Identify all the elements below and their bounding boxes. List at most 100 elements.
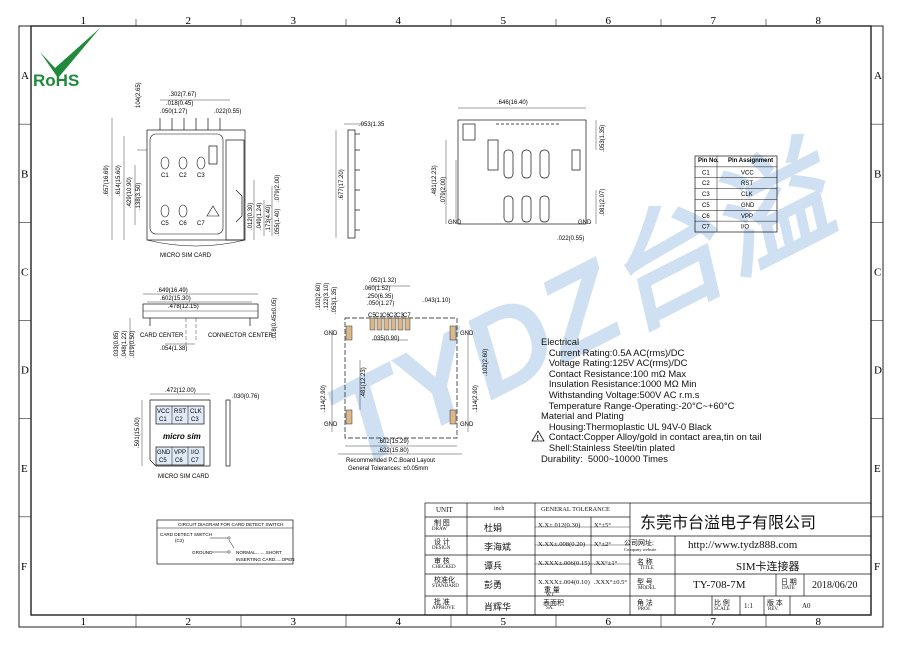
title-block [424, 502, 872, 616]
card-contact-label: C7 [191, 458, 199, 464]
grid-column-label: 5 [501, 616, 507, 628]
spec-line: Contact:Copper Alloy/gold in contact are… [541, 431, 762, 443]
dimension-label: .472(12.00) [165, 388, 196, 394]
tb-surface-cn: 表面积 [543, 599, 564, 607]
pin-number: C6 [702, 214, 710, 220]
dimension-label: .052(1.32) [369, 278, 396, 284]
card-pin-label: VPP [174, 450, 186, 456]
connector-center-label: CONNECTOR CENTER [208, 333, 274, 339]
grid-row-label: E [874, 463, 881, 475]
grid-row-label: E [21, 463, 28, 475]
dimension-label: .114(2.90) [473, 385, 479, 412]
tb-inch: inch [494, 506, 505, 512]
top-contacts: C1 C2 C3 C5 C6 C7 [160, 156, 220, 227]
pcb-pad-label: C7 [403, 313, 411, 319]
circuit-inserting: INSERTING CARD.....OPEN [236, 557, 295, 562]
dimension-label: .250(6.35) [366, 294, 393, 300]
dimension-label: .677(17.20) [339, 169, 345, 200]
tb-role-en: STANDARD [432, 584, 459, 589]
pin-assignment: I/O [741, 225, 749, 231]
circuit-diagram: CIRCUIT DIAGRAM FOR CARD DETECT SWITCH C… [156, 519, 295, 565]
spec-line: Contact Resistance:100 mΩ Max [541, 367, 687, 379]
tb-rev-cn: 版 本 [767, 599, 783, 607]
dimension-label: .102(2.60) [483, 349, 489, 376]
pin-number: C7 [702, 225, 710, 231]
tb-website-en: Company website [624, 547, 657, 552]
spec-line: Shell:Stainless Steel/tin plated [541, 441, 675, 453]
pin-assignment: VPP [741, 214, 753, 220]
top-view-dimensions: 104(2.65) .302(7.67) .018(0.45) .050(1.2… [104, 82, 281, 236]
tb-model-en: MODEL [638, 586, 656, 591]
dimension-label: .429(10.90) [127, 177, 133, 208]
pin-number: C1 [702, 170, 710, 176]
drawing-scale: 1:1 [744, 602, 753, 610]
tb-model-cn: 型 号 [637, 578, 653, 586]
tb-date-en: DATE [782, 586, 795, 591]
tb-tolerance: X.X±.012(0.30) [538, 522, 581, 529]
card-center-label: CARD CENTER [140, 333, 184, 339]
front-view-labels: .649(16.49) .602(15.30) .478(12.15) .018… [114, 288, 278, 358]
card-view-labels: .472(12.00) .030(0.76) .591(15.00) VCC R… [135, 388, 259, 480]
card-pin-label: I/O [191, 450, 199, 456]
dimension-label: .053(1.35) [332, 287, 338, 314]
top-contact-label: C7 [197, 221, 205, 227]
tb-name-cn: 名 称 [637, 558, 653, 566]
grid-column-label: 1 [81, 616, 87, 628]
dimension-label: .060(1.52) [363, 286, 390, 292]
model-number: TY-708-7M [693, 579, 746, 591]
dimension-label: .602(15.29) [378, 439, 409, 445]
card-pin-label: GND [157, 450, 171, 456]
tb-unit: UNIT [436, 506, 453, 514]
grid-column-label: 6 [606, 15, 612, 27]
dimension-label: .138(3.50) [136, 183, 142, 210]
grid-column-label: 6 [606, 616, 612, 628]
tb-person: 李海斌 [484, 542, 512, 552]
company-name: 东莞市台溢电子有限公司 [640, 515, 817, 532]
grid-column-label: 2 [186, 15, 192, 27]
grid-column-label: 8 [816, 616, 822, 628]
grid-column-label: 7 [711, 15, 717, 27]
grid-row-label: D [21, 365, 29, 377]
top-view [111, 99, 273, 247]
dimension-label: .018(0.45) [166, 101, 193, 107]
card-contact-label: C5 [159, 458, 167, 464]
dimension-label: .022(0.55) [214, 109, 241, 115]
spec-line: Current Rating:0.5A AC(rms)/DC [541, 346, 685, 358]
pcb-caption: Recommended P.C.Board Layout [346, 458, 435, 464]
grid-row-label: A [874, 70, 882, 82]
tb-person: 彭勇 [484, 580, 503, 590]
grid-row-label: D [874, 365, 882, 377]
pin-number: C5 [702, 203, 710, 209]
grid-column-label: 4 [396, 15, 402, 27]
tb-weight-en: WT. [546, 593, 555, 598]
front-view [129, 293, 259, 354]
tb-role-en: DRAW [432, 527, 447, 532]
tb-angle-tolerance: X°±5° [594, 522, 611, 529]
tb-scale-en: SCALE [714, 607, 730, 612]
pcb-labels: .052(1.32) .060(1.52) .122(3.10) .250(6.… [316, 278, 489, 472]
dimension-label: .049(1.24) [257, 203, 263, 230]
dimension-label: .050(1.27) [367, 301, 394, 307]
dimension-label: .481(12.23) [432, 165, 438, 196]
dimension-label: .657(16.69) [104, 165, 110, 196]
circuit-switch-pins: (C2) [175, 538, 184, 543]
grid-row-label: B [21, 168, 28, 180]
dimension-label: .079(2.00) [441, 177, 447, 204]
card-contact-label: C1 [159, 417, 167, 423]
gnd-label: GND [578, 220, 592, 226]
tb-general-tolerance: GENERAL TOLERANCE [541, 506, 610, 513]
tb-tolerance: X.XXX±.004(0.10) [538, 579, 590, 586]
spec-line: Withstanding Voltage:500V AC r.m.s [541, 388, 700, 400]
dimension-label: .602(15.30) [160, 296, 191, 302]
dimension-label: .591(15.00) [135, 417, 141, 448]
gnd-label: GND [324, 422, 338, 428]
grid-ticks [19, 19, 883, 627]
dimension-label: .081(2.07) [600, 189, 606, 216]
top-contact-label: C3 [197, 173, 205, 179]
dimension-label: .614(15.60) [116, 165, 122, 196]
drawing-date: 2018/06/20 [812, 580, 858, 591]
top-contact-label: C2 [179, 173, 187, 179]
tb-weight-cn: 重 量 [544, 586, 560, 594]
tb-angle-tolerance: .XXX°±0.5° [594, 579, 628, 586]
spec-line: Temperature Range-Operating:-20°C~+60°C [541, 399, 735, 411]
